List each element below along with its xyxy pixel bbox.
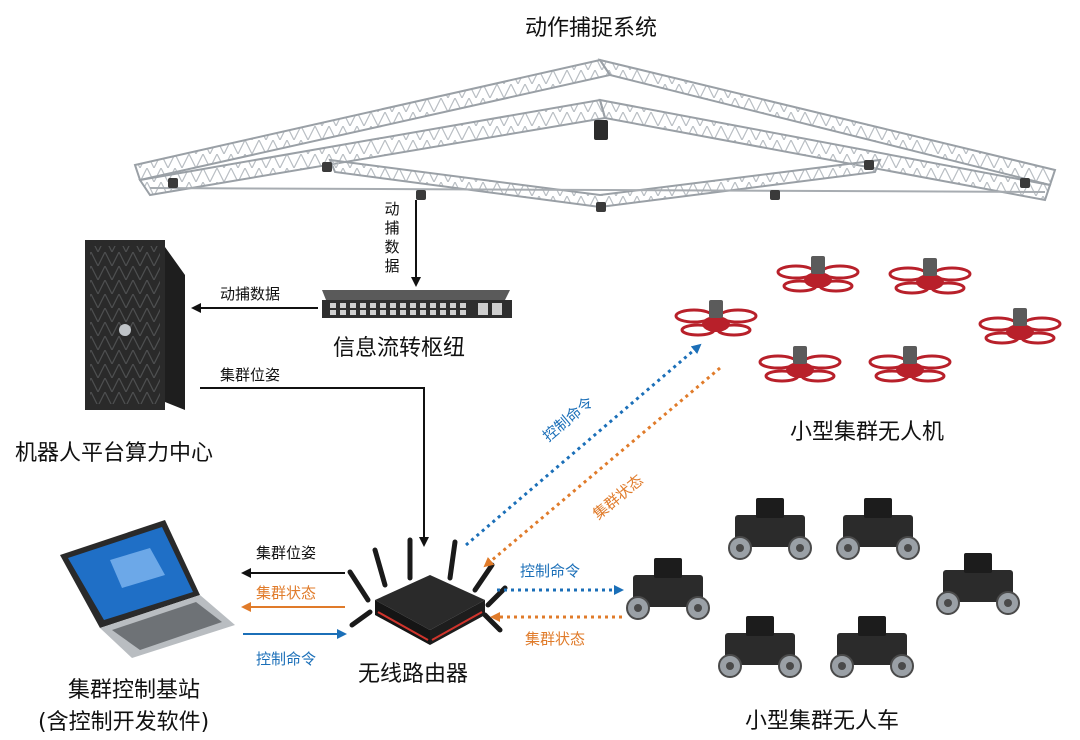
drone-icon (978, 308, 1062, 345)
swarm-status-station-label: 集群状态 (256, 584, 317, 602)
router-label: 无线路由器 (358, 662, 469, 687)
wireless-router-icon (347, 537, 508, 645)
mocap-data-char: 捕 (384, 219, 400, 237)
control-cmd-station-label: 控制命令 (256, 650, 317, 668)
drone-icon (776, 256, 860, 293)
truss-frame-icon (133, 58, 1057, 209)
swarm-pose-upper-label: 集群位姿 (220, 366, 281, 384)
mocap-data-char: 动 (384, 200, 400, 218)
drone-icon (868, 346, 952, 383)
mocap-data-char: 据 (384, 257, 400, 275)
robot-car-icon (626, 558, 710, 620)
mocap-data-vertical-label: 动 捕 数 据 (382, 200, 402, 276)
robot-car-icon (718, 616, 802, 678)
laptop-icon (60, 520, 235, 658)
drone-icon (888, 258, 972, 295)
drone-group (674, 256, 1062, 383)
swarm-pose-lower-label: 集群位姿 (256, 544, 317, 562)
robot-car-group (626, 498, 1020, 678)
compute-center-label: 机器人平台算力中心 (15, 441, 214, 466)
workstation-tower-icon (85, 240, 185, 410)
drone-icon (758, 346, 842, 383)
network-switch-icon (322, 290, 512, 318)
drones-to-router-status-arrow (483, 366, 721, 568)
drones-label: 小型集群无人机 (790, 420, 945, 445)
swarm-status-cars-label: 集群状态 (525, 630, 586, 648)
cars-label: 小型集群无人车 (745, 709, 900, 734)
base-station-label: 集群控制基站 (68, 678, 201, 703)
mocap-system-title: 动作捕捉系统 (525, 16, 658, 41)
drone-icon (674, 300, 758, 337)
mocap-camera-icon (168, 120, 1030, 212)
router-to-drones-control-arrow (465, 343, 702, 547)
robot-car-icon (836, 498, 920, 560)
mocap-data-label: 动捕数据 (220, 285, 281, 303)
mocap-data-char: 数 (384, 238, 400, 256)
control-cmd-cars-label: 控制命令 (520, 562, 581, 580)
base-station-sublabel: (含控制开发软件) (38, 710, 210, 735)
compute-to-router-arrow (200, 387, 429, 547)
robot-car-icon (728, 498, 812, 560)
robot-car-icon (830, 616, 914, 678)
robot-car-icon (936, 553, 1020, 615)
switch-hub-label: 信息流转枢纽 (333, 336, 466, 361)
